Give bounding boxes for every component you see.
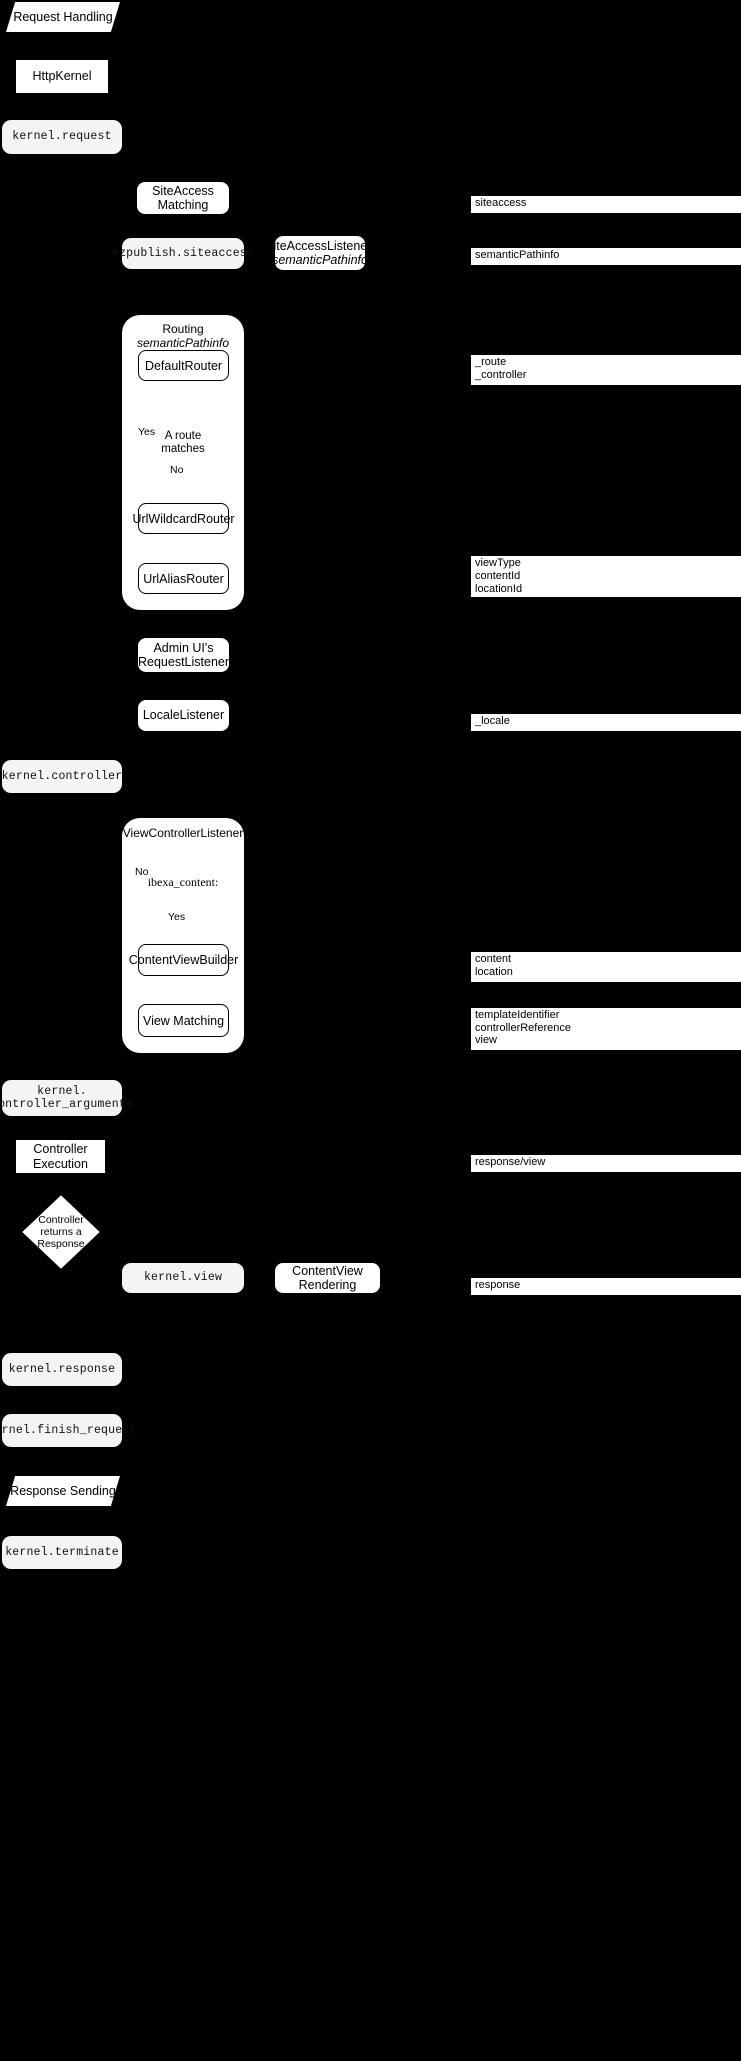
annotation-locale-line: _locale [475,715,510,727]
box-contentview-rendering[interactable]: ContentView Rendering [275,1263,380,1293]
box-url-alias-router-label: UrlAliasRouter [143,571,224,586]
box-siteaccess-listener-line2: semanticPathinfo [272,253,368,267]
annotation-response: response [471,1278,741,1295]
box-locale-listener-label: LocaleListener [142,708,225,723]
annotation-semantic-pathinfo: semanticPathinfo [471,248,741,265]
event-kernel-request[interactable]: kernel.request [2,120,122,154]
event-kernel-controller-arguments-line2: controller_arguments [0,1098,134,1111]
annotation-semantic-pathinfo-lines: semanticPathinfo [475,249,560,261]
box-url-wildcard-router[interactable]: UrlWildcardRouter [132,503,235,534]
banner-request-handling: Request Handling [6,2,120,32]
box-view-matching-label: View Matching [142,1013,225,1028]
event-kernel-view[interactable]: kernel.view [122,1263,244,1293]
group-view-controller-listener-title: ViewControllerListener [122,826,244,840]
box-default-router-label: DefaultRouter [144,358,223,373]
event-kernel-request-label: kernel.request [12,130,112,144]
event-kernel-response[interactable]: kernel.response [2,1353,122,1386]
group-routing-title-italic: semanticPathinfo [136,336,230,351]
event-kernel-terminate-label: kernel.terminate [5,1545,119,1559]
event-kernel-controller[interactable]: kernel.controller [2,760,122,793]
box-admin-ui-line2: RequestListener [137,655,230,669]
annotation-location: location [475,965,513,978]
annotation-locale: _locale [471,714,741,731]
box-content-view-builder-label: ContentViewBuilder [128,953,239,967]
decision-controller-returns-response: Controller returns a Response [28,1210,94,1256]
banner-request-handling-label: Request Handling [13,9,113,24]
box-view-matching[interactable]: View Matching [138,1004,229,1037]
annotation-location-id: locationId [475,582,523,595]
annotation-controller: _controller [475,368,527,381]
event-kernel-terminate[interactable]: kernel.terminate [2,1536,122,1569]
box-contentview-rendering-label: ContentView Rendering [292,1263,363,1292]
annotation-content: content [475,953,512,965]
group-routing-title-prefix: Routing [162,322,204,336]
annotation-controller-reference: controllerReference [475,1021,571,1034]
box-controller-execution[interactable]: Controller Execution [16,1140,105,1173]
box-controller-execution-label: Controller Execution [33,1142,88,1171]
annotation-route: _route [475,356,507,368]
event-kernel-controller-label: kernel.controller [1,769,123,783]
annotation-view-content-location: viewType contentId locationId [471,556,741,597]
event-kernel-view-label: kernel.view [143,1271,223,1285]
event-kernel-controller-arguments[interactable]: kernel. controller_arguments [0,1080,133,1116]
annotation-template-identifier: templateIdentifier [475,1009,560,1021]
event-kernel-finish-request-label: kernel.finish_request [0,1423,137,1437]
box-admin-ui-request-listener[interactable]: Admin UI's RequestListener [138,638,229,672]
box-siteaccess-matching[interactable]: SiteAccess Matching [137,182,229,214]
box-siteaccess-matching-label: SiteAccess Matching [152,183,214,212]
annotation-view: view [471,1033,741,1050]
decision-controller-line2: returns a [40,1226,82,1239]
box-siteaccess-listener[interactable]: SiteAccessListener: semanticPathinfo [265,236,375,270]
box-locale-listener[interactable]: LocaleListener [138,700,229,731]
annotation-view-type: viewType [475,557,521,569]
box-url-wildcard-router-label: UrlWildcardRouter [132,511,235,526]
event-ezpublish-siteaccess-label: ezpublish.siteaccess [111,246,255,260]
box-http-kernel-label: HttpKernel [32,69,92,84]
annotation-content-location: content location [471,952,741,982]
banner-response-sending-label: Response Sending [10,1483,116,1498]
event-ezpublish-siteaccess[interactable]: ezpublish.siteaccess [112,238,254,269]
annotation-response-line: response [475,1279,521,1291]
annotation-route-controller: _route _controller [471,355,741,385]
box-siteaccess-listener-line1: SiteAccessListener: [265,238,375,253]
box-default-router[interactable]: DefaultRouter [138,350,229,381]
decision-controller-line1: Controller [38,1214,84,1227]
box-admin-ui-line1: Admin UI's [153,640,214,655]
annotation-view-line: view [475,1034,498,1046]
event-kernel-response-label: kernel.response [8,1362,116,1376]
box-http-kernel[interactable]: HttpKernel [16,60,108,93]
event-kernel-controller-arguments-line1: kernel. [37,1084,87,1098]
annotation-siteaccess: siteaccess [471,196,741,213]
box-url-alias-router[interactable]: UrlAliasRouter [138,563,229,594]
box-content-view-builder[interactable]: ContentViewBuilder [129,944,238,976]
annotation-siteaccess-lines: siteaccess [475,197,527,209]
annotation-template-controller: templateIdentifier controllerReference [471,1008,741,1037]
annotation-content-id: contentId [475,569,521,582]
banner-response-sending: Response Sending [6,1476,120,1506]
decision-controller-line3: Response [37,1237,85,1250]
event-kernel-finish-request[interactable]: kernel.finish_request [0,1414,136,1447]
annotation-response-view-line: response/view [475,1156,546,1168]
annotation-response-view: response/view [471,1155,741,1172]
